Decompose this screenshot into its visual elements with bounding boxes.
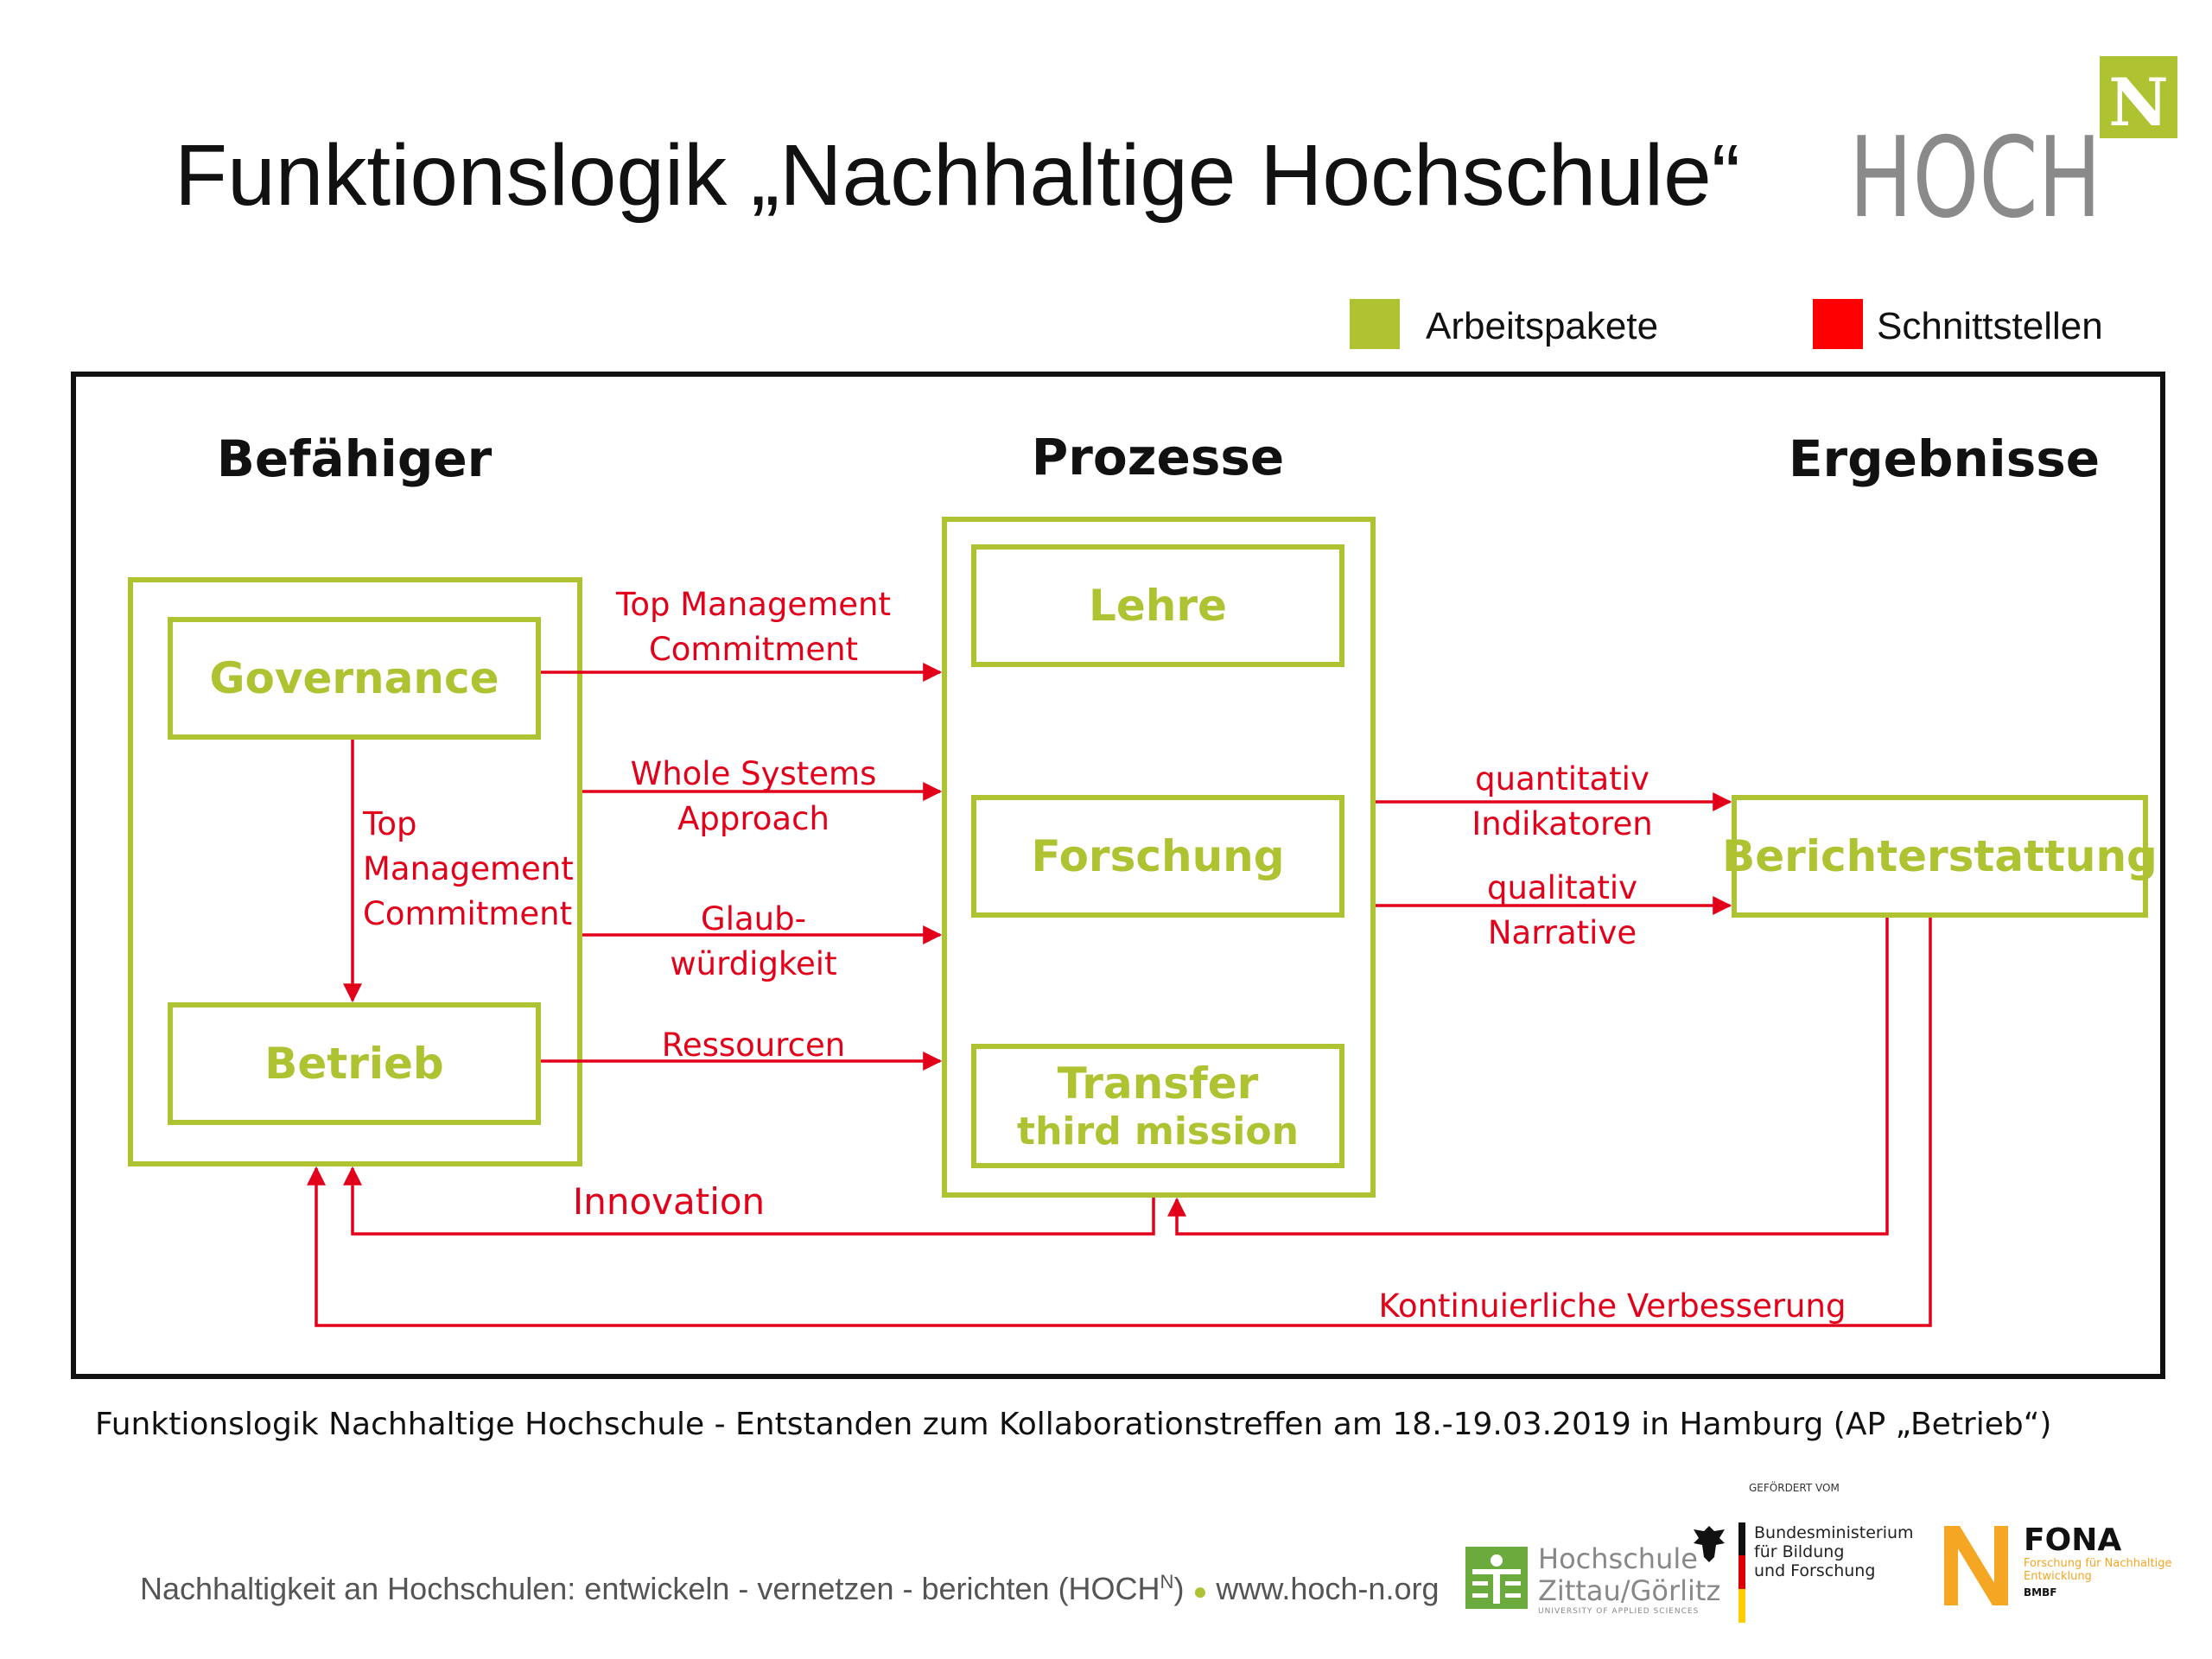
- box-governance-label: Governance: [209, 653, 499, 703]
- page-title: Funktionslogik „Nachhaltige Hochschule“: [175, 127, 1741, 224]
- bmbf-line1: Bundesministerium: [1754, 1523, 1914, 1542]
- arrow-berichterstattung-to-prozesse: [1167, 918, 1889, 1236]
- arrow-kontinuierliche-verbesserung: [307, 918, 1932, 1327]
- german-flag-stripe: [1738, 1522, 1745, 1623]
- footer-main: Nachhaltigkeit an Hochschulen: entwickel…: [140, 1571, 1160, 1606]
- column-header-befaehiger: Befähiger: [216, 429, 493, 488]
- hszg-logo-text: Hochschule Zittau/Görlitz UNIVERSITY OF …: [1538, 1543, 1720, 1616]
- hszg-line1: Hochschule: [1538, 1542, 1698, 1575]
- legend-label-schnittstellen: Schnittstellen: [1877, 305, 2103, 347]
- label-qualitativ-narrative: qualitativ Narrative: [1487, 866, 1637, 956]
- bmbf-logo-text: Bundesministerium für Bildung und Forsch…: [1754, 1523, 1914, 1581]
- bmbf-gefoerdert: GEFÖRDERT VOM: [1749, 1482, 1840, 1494]
- box-betrieb: Betrieb: [168, 1002, 541, 1125]
- footer-bullet-icon: ●: [1192, 1578, 1208, 1605]
- box-transfer-sublabel: third mission: [1017, 1109, 1299, 1154]
- footer-close: ): [1173, 1571, 1185, 1606]
- label-tmcv-line1: Top: [363, 805, 417, 842]
- label-top-management-commitment-vertical: Top Management Commitment: [363, 802, 574, 936]
- label-innovation: Innovation: [572, 1180, 766, 1223]
- label-glaub-line2: würdigkeit: [670, 944, 837, 982]
- footer-sup: N: [1160, 1571, 1174, 1592]
- label-tmcv-line3: Commitment: [363, 894, 573, 932]
- label-quant-line2: Indikatoren: [1471, 804, 1653, 842]
- logo-superscript: N: [2108, 64, 2168, 141]
- fona-tag: BMBF: [2024, 1586, 2057, 1599]
- label-wsa-line2: Approach: [677, 799, 830, 837]
- box-berichterstattung: Berichterstattung: [1722, 795, 2158, 918]
- label-tmc-line2: Commitment: [648, 630, 859, 668]
- column-header-ergebnisse: Ergebnisse: [1788, 429, 2101, 488]
- box-governance: Governance: [168, 617, 541, 740]
- label-tmc-line1: Top Management: [616, 586, 891, 623]
- box-lehre: Lehre: [971, 544, 1344, 667]
- box-berichterstattung-label: Berichterstattung: [1722, 831, 2158, 881]
- footer-text: Nachhaltigkeit an Hochschulen: entwickel…: [140, 1571, 1439, 1607]
- footer-url[interactable]: www.hoch-n.org: [1216, 1571, 1440, 1606]
- prozesse-container: [942, 517, 1376, 1198]
- label-ressourcen: Ressourcen: [661, 1027, 846, 1064]
- fona-logo-text: FONA Forschung für Nachhaltige Entwicklu…: [2024, 1522, 2171, 1599]
- label-whole-systems-approach: Whole Systems Approach: [631, 752, 877, 842]
- box-betrieb-label: Betrieb: [264, 1039, 444, 1089]
- label-top-management-commitment: Top Management Commitment: [616, 582, 891, 672]
- label-quantitativ-indikatoren: quantitativ Indikatoren: [1471, 757, 1652, 847]
- label-quant-line1: quantitativ: [1475, 760, 1649, 798]
- box-forschung-label: Forschung: [1031, 831, 1285, 881]
- box-forschung: Forschung: [971, 795, 1344, 918]
- fona-name: FONA: [2024, 1522, 2122, 1558]
- fona-line1: Forschung für Nachhaltige: [2024, 1557, 2172, 1571]
- label-qual-line2: Narrative: [1487, 913, 1637, 951]
- fona-line2: Entwicklung: [2024, 1570, 2092, 1584]
- label-qual-line1: qualitativ: [1486, 869, 1638, 906]
- legend-swatch-schnittstellen: [1813, 299, 1863, 349]
- hoch-n-logo-graphic: N HOCH: [1849, 56, 2177, 243]
- logo-main-text: HOCH: [1849, 114, 2101, 229]
- hszg-logo-icon: [1465, 1547, 1528, 1609]
- hszg-tag: UNIVERSITY OF APPLIED SCIENCES: [1538, 1606, 1700, 1616]
- diagram-frame: [71, 372, 2165, 1379]
- label-glaub-line1: Glaub-: [701, 900, 806, 938]
- legend-swatch-arbeitspakete: [1350, 299, 1400, 349]
- box-lehre-label: Lehre: [1089, 581, 1227, 631]
- box-transfer-label: Transfer: [1057, 1058, 1259, 1109]
- federal-eagle-icon: [1690, 1522, 1728, 1564]
- legend-label-arbeitspakete: Arbeitspakete: [1426, 305, 1659, 347]
- fona-logo-icon: [1944, 1526, 2008, 1605]
- bmbf-line2: für Bildung: [1754, 1541, 1845, 1561]
- arrow-innovation: [343, 1166, 1155, 1236]
- column-header-prozesse: Prozesse: [1031, 428, 1285, 486]
- label-tmcv-line2: Management: [363, 849, 574, 887]
- befaehiger-container: [128, 577, 582, 1166]
- diagram-caption: Funktionslogik Nachhaltige Hochschule - …: [95, 1407, 2052, 1442]
- label-kontinuierliche-verbesserung: Kontinuierliche Verbesserung: [1378, 1287, 1847, 1325]
- label-wsa-line1: Whole Systems: [630, 755, 877, 792]
- label-glaubwuerdigkeit: Glaub- würdigkeit: [670, 897, 836, 987]
- hoch-n-logo: N HOCH: [1849, 56, 2177, 243]
- hszg-line2: Zittau/Görlitz: [1538, 1573, 1721, 1607]
- box-transfer: Transfer third mission: [971, 1044, 1344, 1168]
- bmbf-line3: und Forschung: [1754, 1560, 1876, 1580]
